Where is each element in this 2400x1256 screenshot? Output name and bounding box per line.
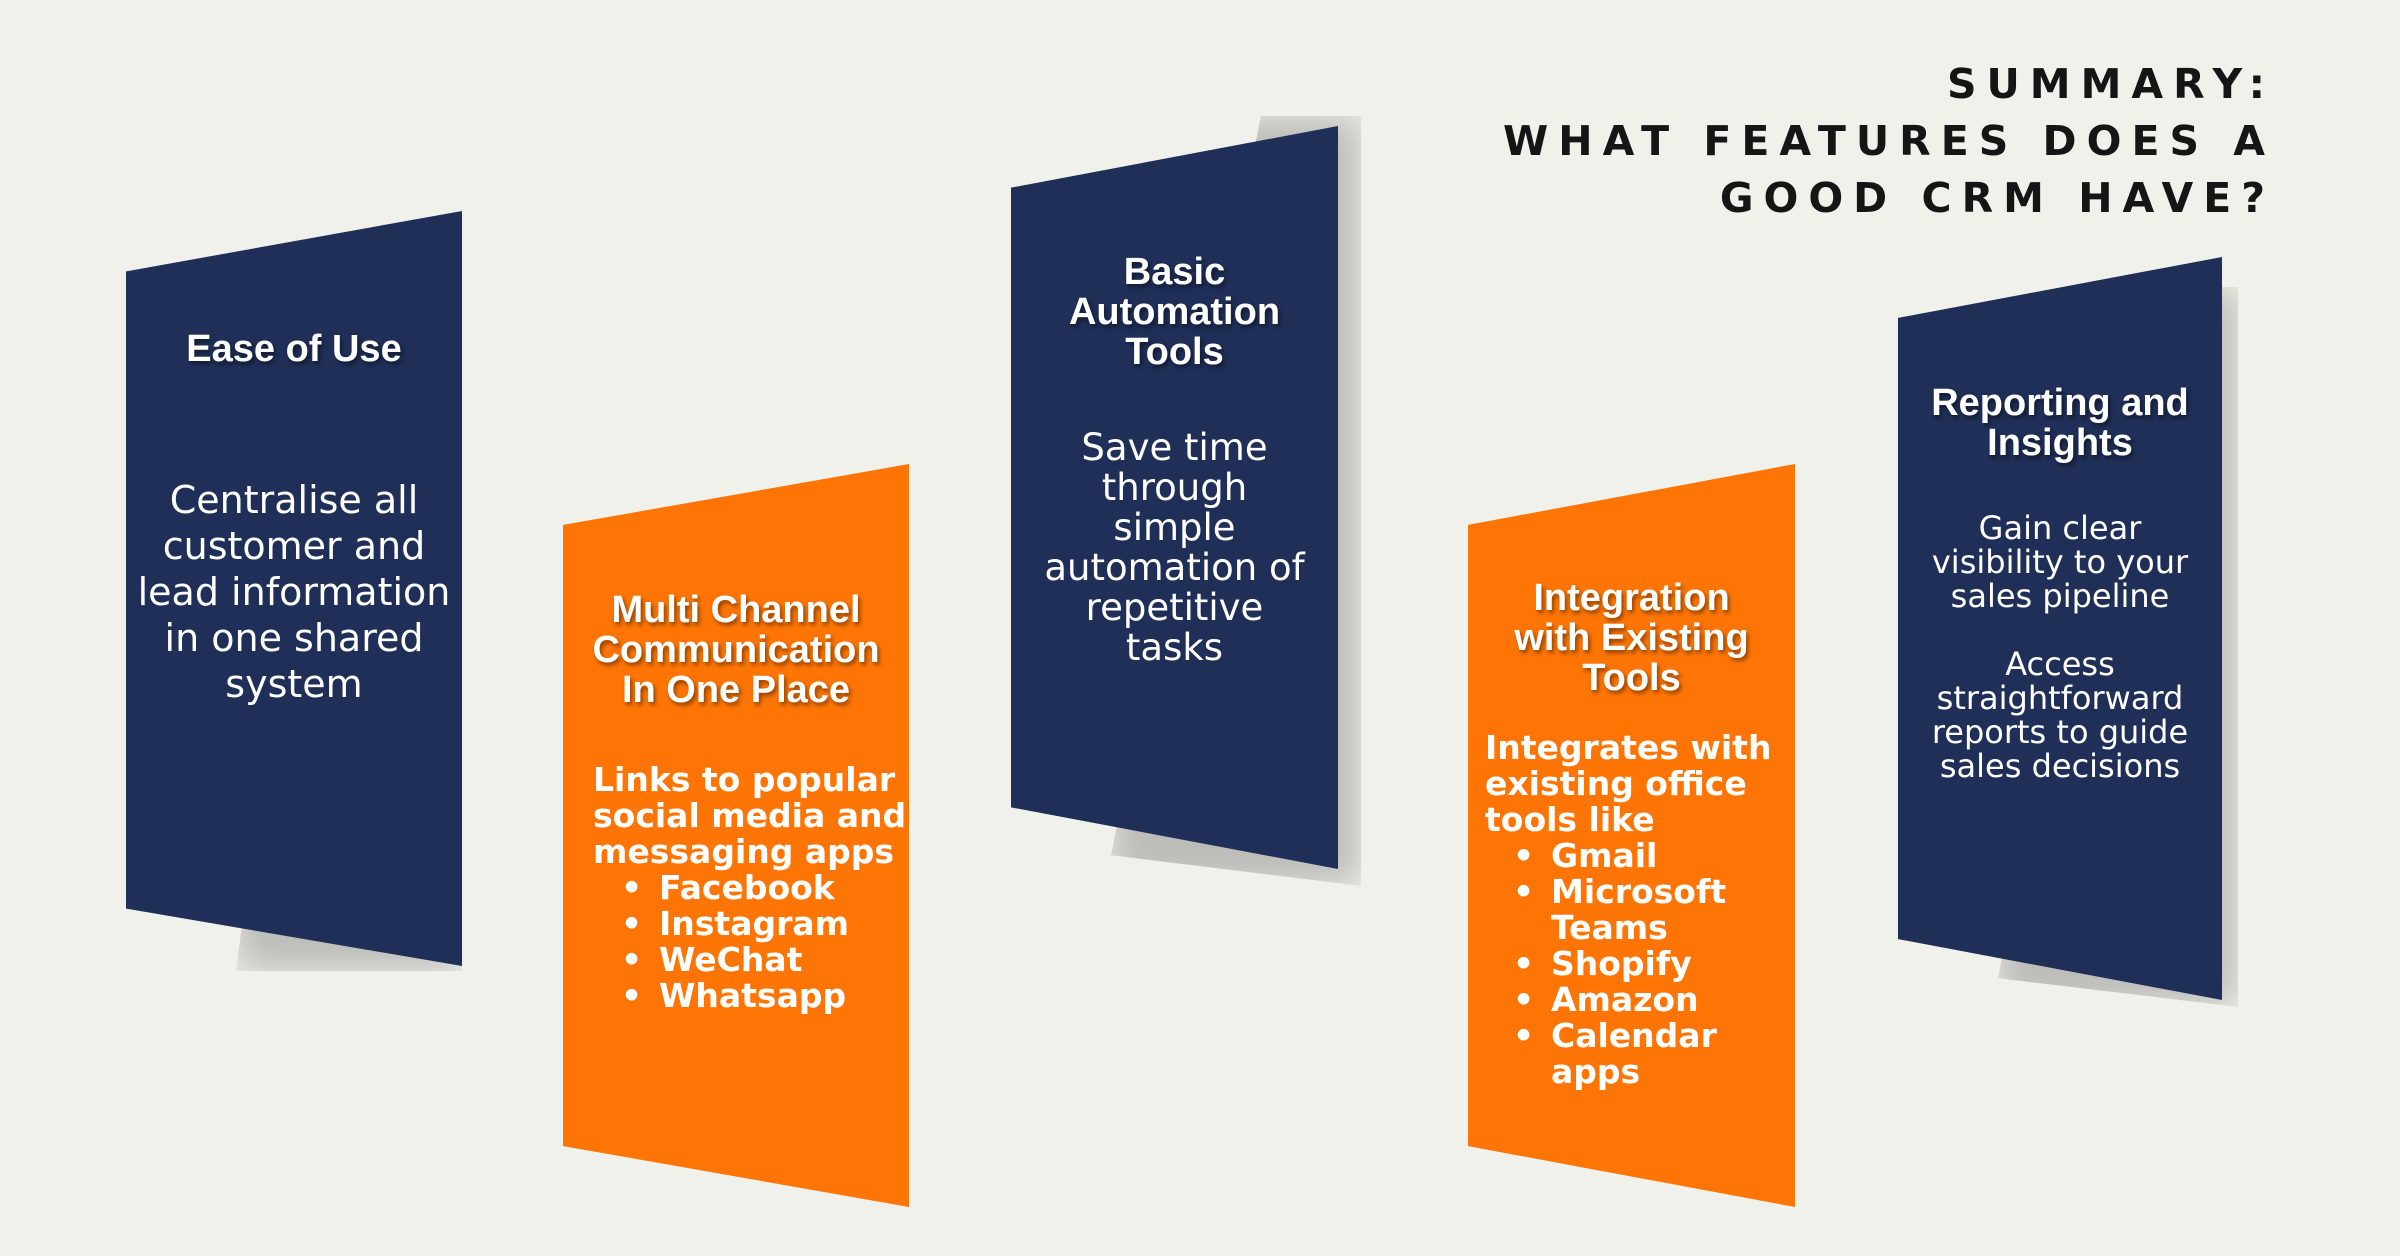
panel-background [1011, 126, 1338, 869]
title-line-1: SUMMARY: [1946, 60, 2275, 108]
panel-background [126, 211, 462, 966]
panel-heading: Basic Automation Tools [1068, 251, 1281, 373]
panel-intro: Integrates with existing office tools li… [1485, 728, 1772, 839]
panel-multi-channel: Multi Channel Communication In One Place… [563, 464, 909, 1207]
list-item: Whatsapp [621, 978, 909, 1015]
panel-ease-of-use: Ease of Use Centralise all customer and … [126, 211, 462, 971]
panel-list: Gmail Microsoft Teams Shopify Amazon Cal… [1468, 838, 1795, 1090]
title-line-2: WHAT FEATURES DOES A [1503, 117, 2275, 165]
list-item: Calendar apps [1513, 1018, 1731, 1090]
panel-reporting: Reporting and Insights Gain clear visibi… [1898, 257, 2238, 1007]
panel-heading: Reporting and Insights [1931, 382, 2189, 464]
panel-heading: Integration with Existing Tools [1514, 577, 1749, 699]
panel-body: Save time through simple automation of r… [1044, 426, 1305, 669]
panel-automation: Basic Automation Tools Save time through… [1011, 116, 1361, 886]
panel-heading: Ease of Use [186, 328, 402, 370]
page-title: SUMMARY: WHAT FEATURES DOES A GOOD CRM H… [1503, 56, 2275, 227]
list-item: Amazon [1513, 982, 1775, 1019]
list-item: Gmail [1513, 838, 1775, 875]
panel-background [563, 464, 909, 1207]
list-item: Shopify [1513, 946, 1775, 983]
panel-body: Centralise all customer and lead informa… [137, 478, 451, 706]
panel-body-secondary: Access straightforward reports to guide … [1931, 645, 2189, 785]
panel-integration: Integration with Existing Tools Integrat… [1468, 464, 1795, 1207]
title-line-3: GOOD CRM HAVE? [1719, 174, 2275, 222]
panel-body: Gain clear visibility to your sales pipe… [1931, 509, 2189, 615]
list-item: WeChat [621, 942, 909, 979]
list-item: Instagram [621, 906, 909, 943]
panel-list: Facebook Instagram WeChat Whatsapp [563, 870, 909, 1015]
panel-intro: Links to popular social media and messag… [593, 760, 907, 871]
panel-heading: Multi Channel Communication In One Place [592, 589, 880, 711]
list-item: Microsoft Teams [1513, 874, 1731, 946]
list-item: Facebook [621, 870, 909, 907]
panel-background [1898, 257, 2222, 1000]
